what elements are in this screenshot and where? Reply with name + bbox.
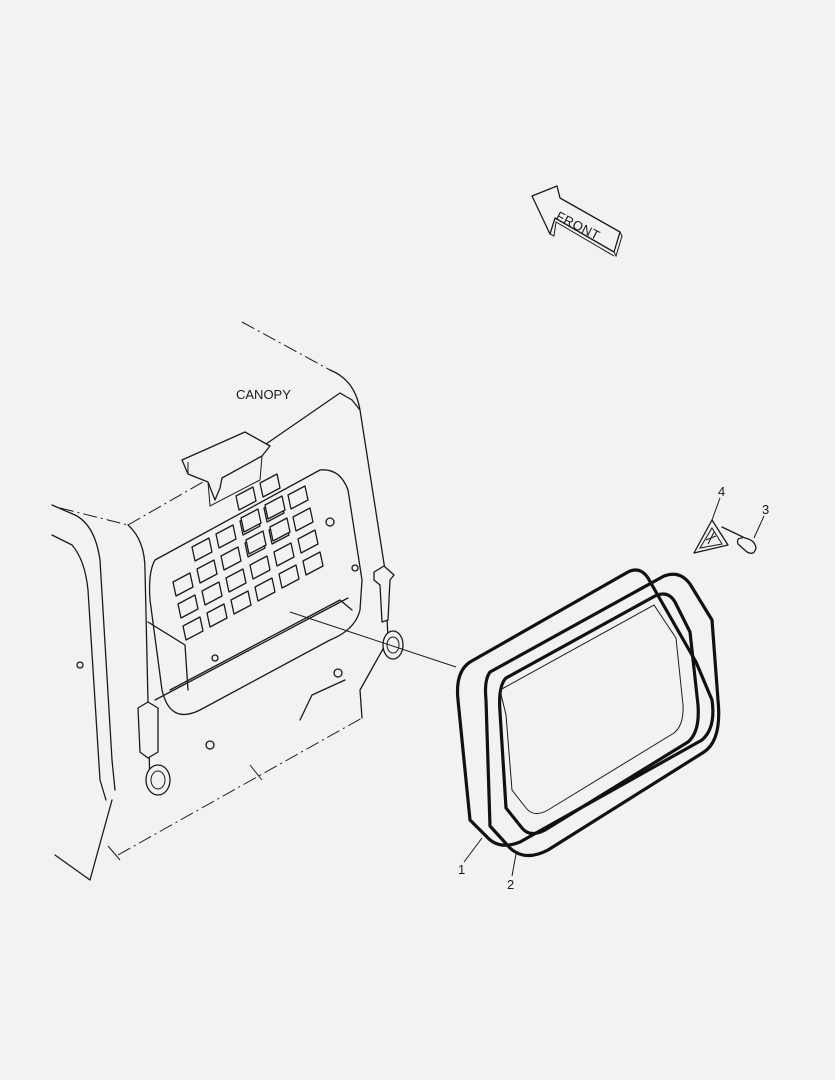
grille-cell xyxy=(191,537,213,562)
grille-cell xyxy=(172,572,194,597)
grille-cell xyxy=(182,616,204,641)
grille-cell xyxy=(292,507,314,532)
window-part-2 xyxy=(483,572,721,858)
canopy-frame xyxy=(51,321,404,881)
grille-cell xyxy=(245,530,267,555)
grille-cell xyxy=(273,542,295,567)
grille-cell xyxy=(196,559,218,584)
grille-cell xyxy=(269,517,291,542)
front-arrow: FRONT xyxy=(531,185,623,258)
decal-part-4 xyxy=(693,519,729,554)
canopy-grille xyxy=(172,473,324,641)
canopy-label: CANOPY xyxy=(236,387,291,402)
retainer-part-3 xyxy=(721,526,757,554)
grille-cell xyxy=(302,551,324,576)
grille-cell xyxy=(220,546,242,571)
grille-cell xyxy=(240,508,262,533)
grille-cell xyxy=(177,594,199,619)
grille-cell xyxy=(215,524,237,549)
callout-3: 3 xyxy=(762,502,769,517)
callout-4: 4 xyxy=(718,484,725,499)
grille-cell xyxy=(249,555,271,580)
grille-cell xyxy=(201,581,223,606)
leader-lines xyxy=(289,497,765,877)
grille-cell xyxy=(287,485,309,510)
grille-cell xyxy=(278,564,300,589)
callout-2: 2 xyxy=(507,877,514,892)
grille-cell xyxy=(230,590,252,615)
grille-cell xyxy=(254,577,276,602)
grille-cell xyxy=(206,603,228,628)
grille-cell xyxy=(259,473,281,498)
grille-cell xyxy=(225,568,247,593)
gasket-part-1 xyxy=(455,568,715,847)
grille-cell xyxy=(264,495,286,520)
grille-cell xyxy=(297,529,319,554)
callout-1: 1 xyxy=(458,862,465,877)
grille-cell xyxy=(235,486,257,511)
